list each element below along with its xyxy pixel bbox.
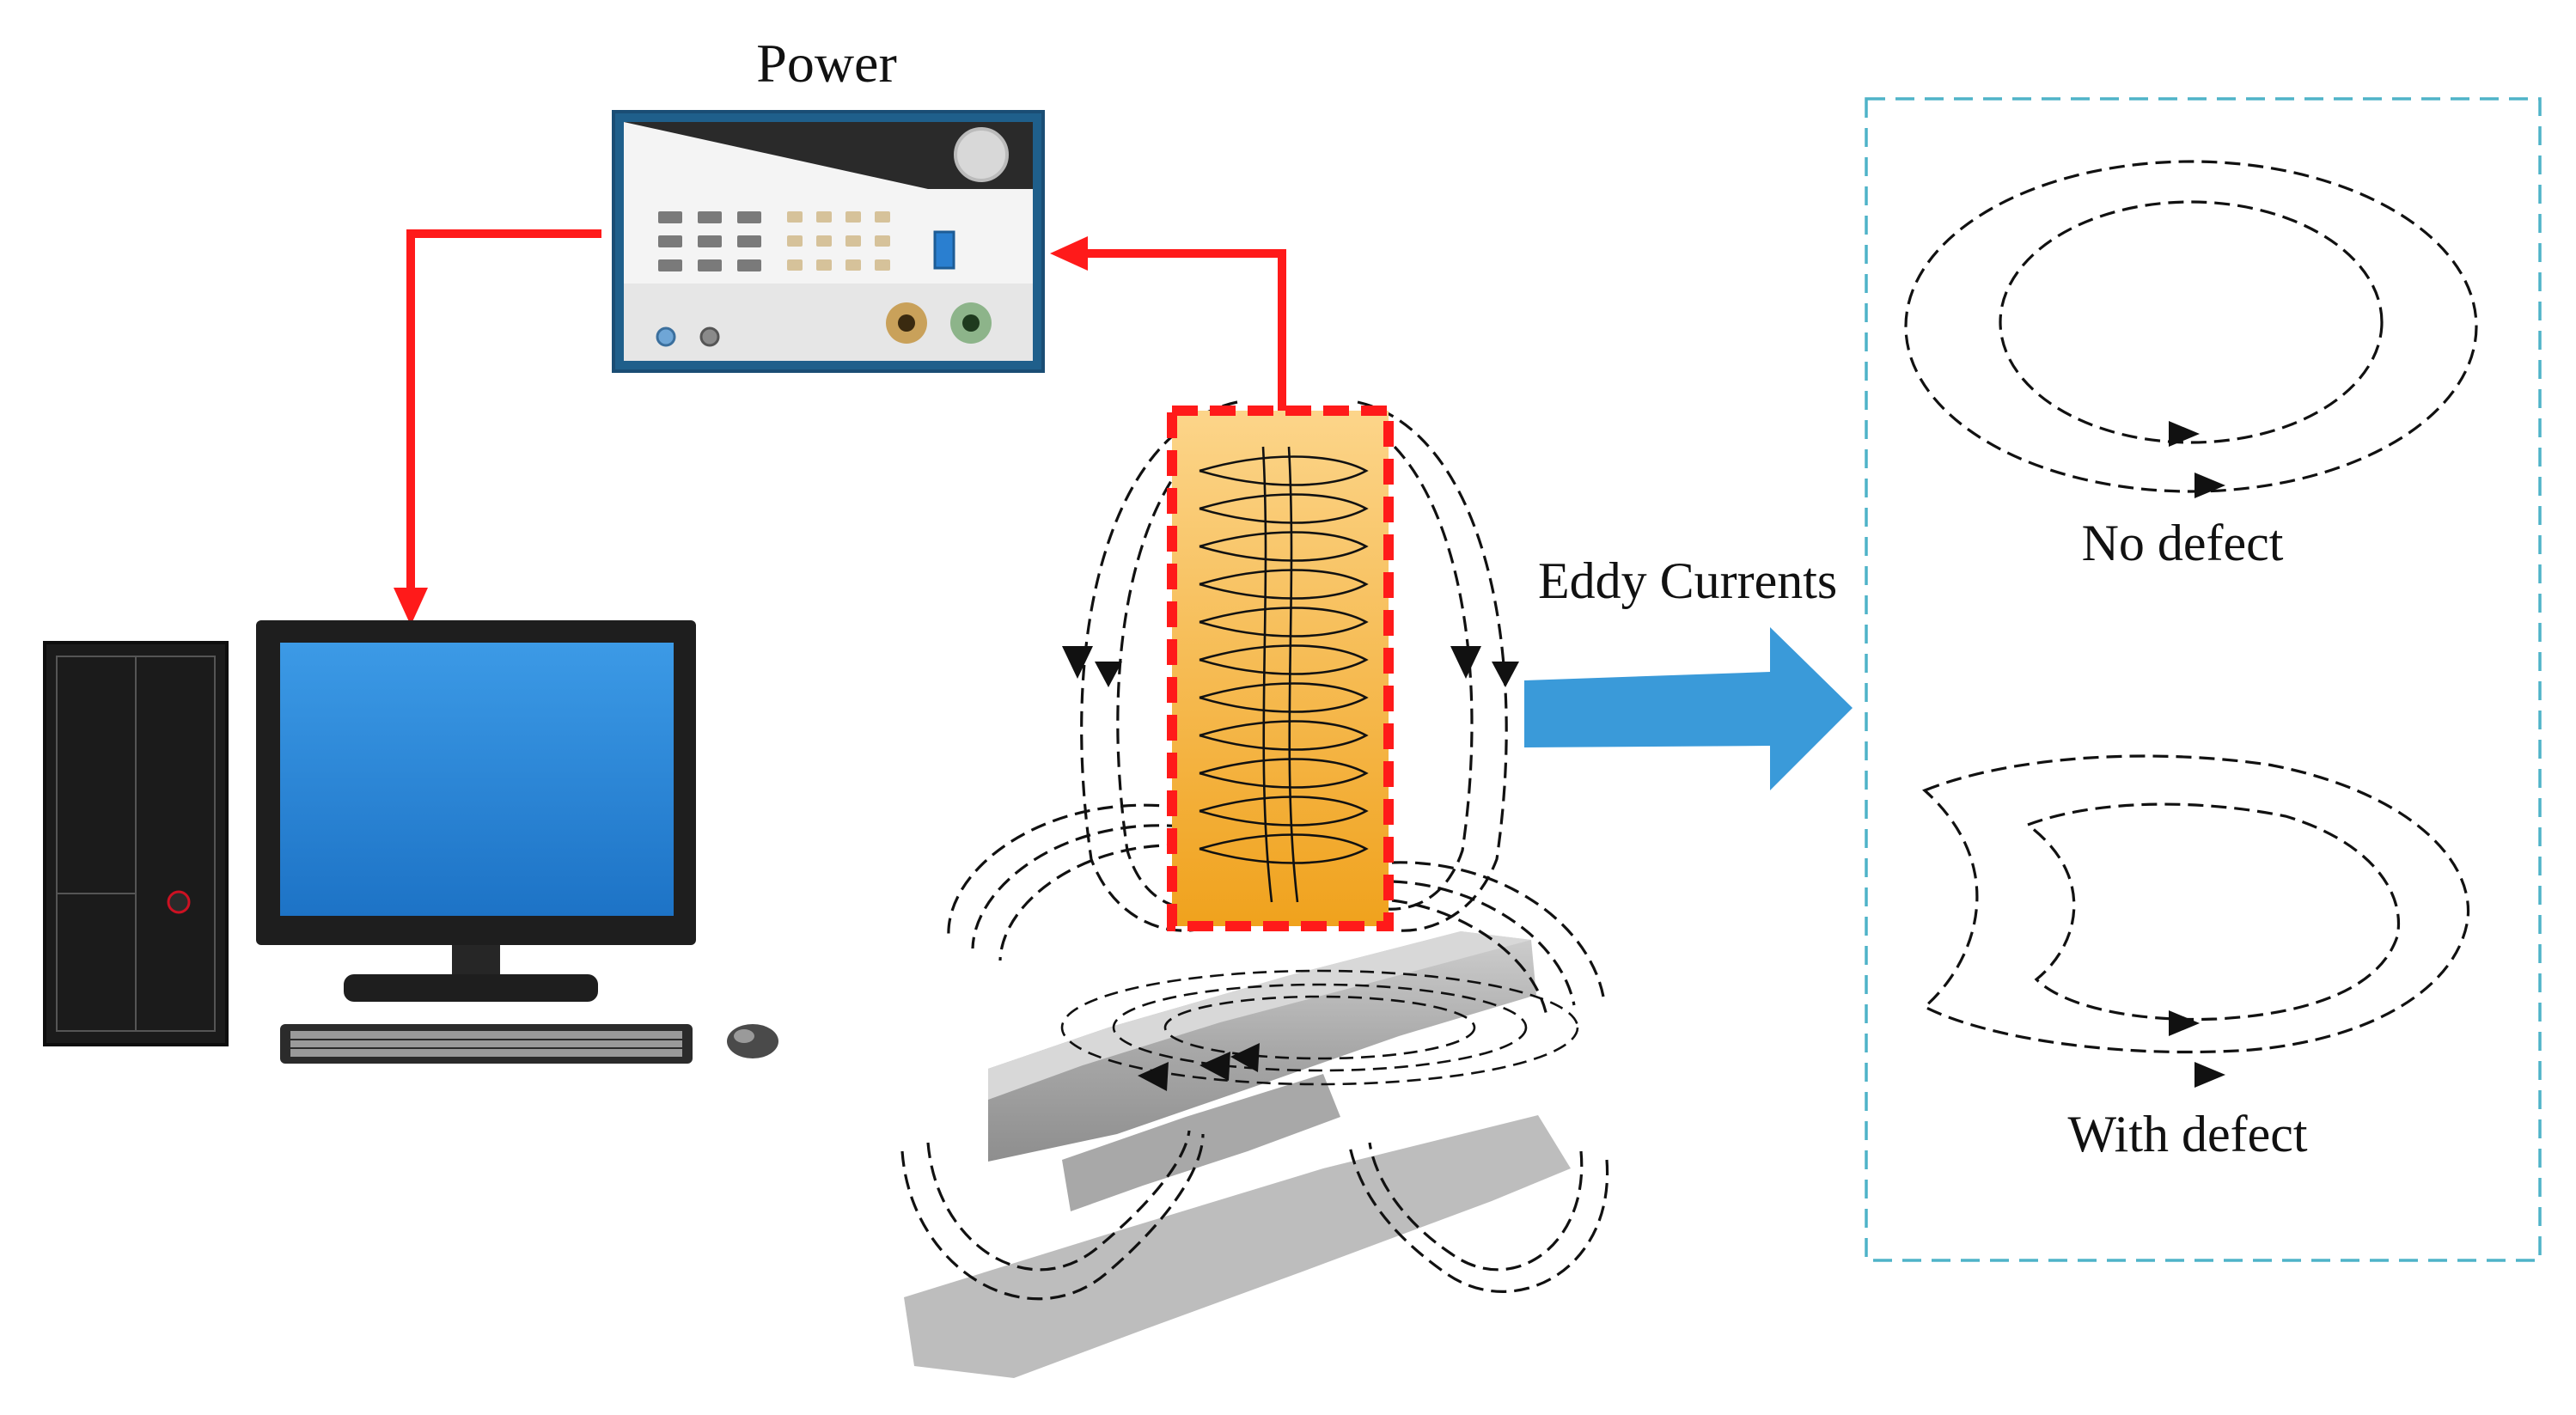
comparison-panel: No defect With defect	[1865, 97, 2542, 1262]
no-defect-label: No defect	[2082, 515, 2284, 571]
eddy-currents-label: Eddy Currents	[1538, 552, 1837, 609]
arrow-head-down	[394, 588, 428, 625]
eddy-currents-arrow	[1524, 627, 1853, 790]
power-supply-icon	[612, 110, 1045, 373]
with-defect-loops	[1922, 754, 2470, 1088]
with-defect-label: With defect	[2067, 1106, 2307, 1162]
desktop-computer-icon	[43, 620, 778, 1064]
power-label: Power	[756, 33, 897, 94]
arrow-head-left	[1050, 236, 1088, 271]
eddy-current-coil-icon	[1167, 406, 1394, 931]
signal-lines	[394, 229, 1286, 625]
no-defect-loops	[1904, 160, 2478, 498]
